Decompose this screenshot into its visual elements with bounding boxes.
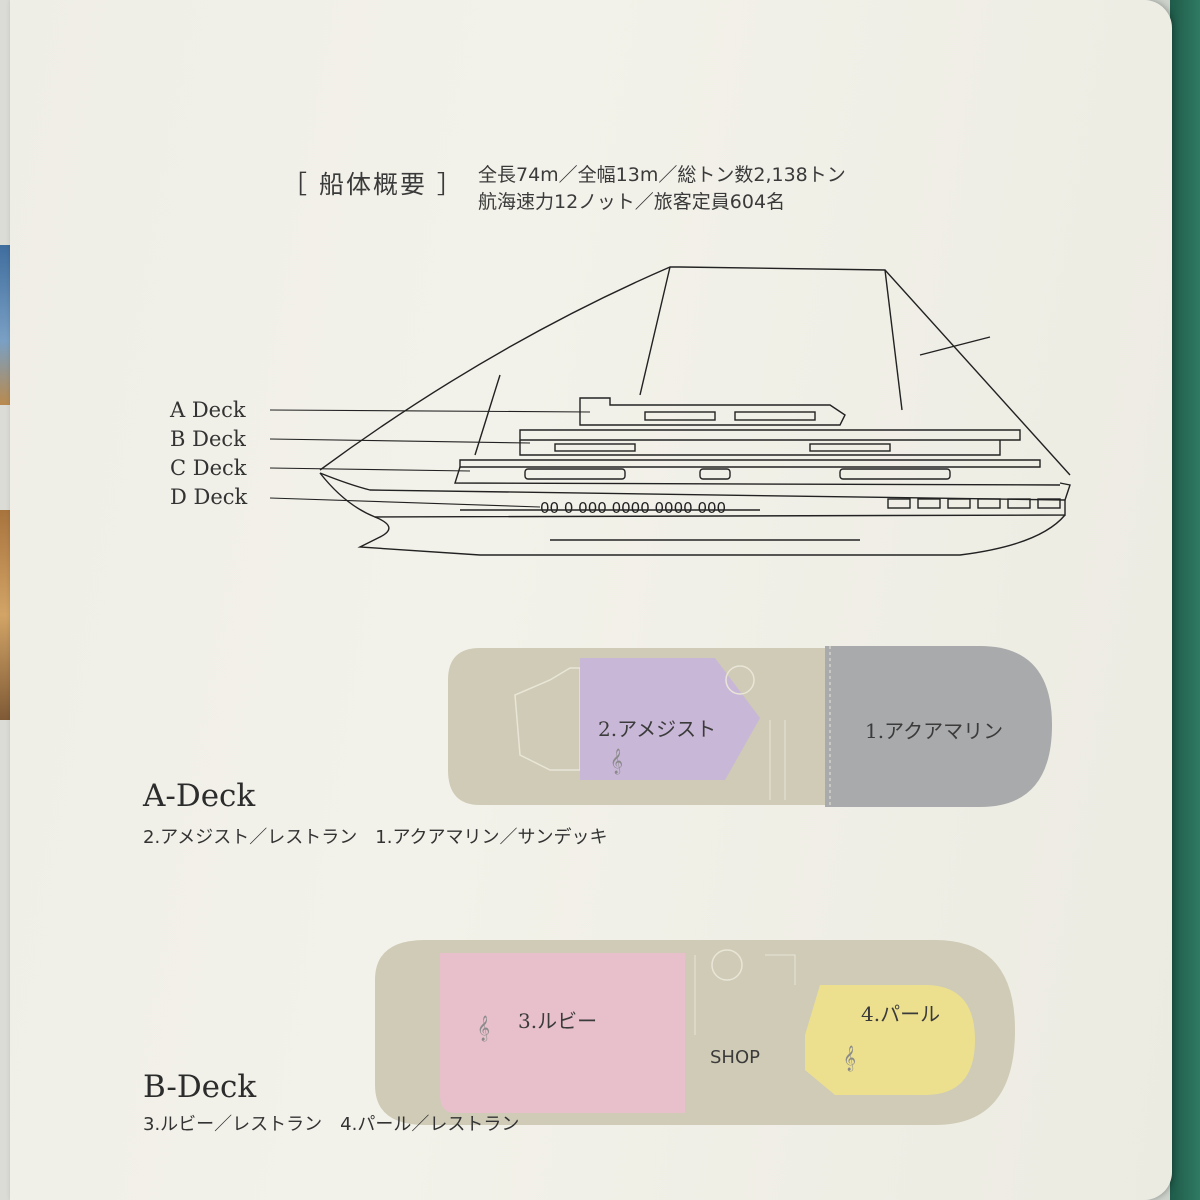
hull-window (977, 498, 1001, 509)
b-deck-plan: 𝄞 𝄞 3.ルビー SHOP 4.パール (375, 940, 1015, 1125)
spec-line-dimensions: 全長74m／全幅13m／総トン数2,138トン (478, 164, 846, 186)
hull-window (947, 498, 971, 509)
b-deck-description: 3.ルビー／レストラン 4.パール／レストラン (143, 1114, 520, 1135)
d-deck-leader (269, 497, 541, 508)
a-deck-description: 2.アメジスト／レストラン 1.アクアマリン／サンデッキ (143, 827, 608, 848)
a-deck-title: A-Deck (143, 778, 256, 814)
spiral-stair-icon (711, 949, 743, 981)
aquamarine-room (825, 646, 1052, 807)
amethyst-room (580, 658, 760, 780)
mast-line (474, 374, 501, 456)
mast-line (884, 269, 903, 411)
room-label-ruby: 3.ルビー (518, 1009, 597, 1033)
deck-label-a: A Deck (169, 398, 246, 422)
b-deck-structure (519, 429, 1021, 441)
treble-clef-icon: 𝄞 (477, 1015, 490, 1041)
rigging-line (319, 266, 1071, 476)
treble-clef-icon: 𝄞 (610, 748, 623, 774)
hull-window (917, 498, 941, 509)
deck-label-c: C Deck (170, 456, 247, 480)
hull-side (319, 472, 1066, 518)
treble-clef-icon: 𝄞 (843, 1045, 856, 1071)
mast-line (639, 266, 671, 396)
c-deck-leader (269, 467, 471, 472)
brochure-page: ［ 船体概要 ］ 全長74m／全幅13m／総トン数2,138トン 航海速力12ノ… (10, 0, 1172, 1200)
hull-top-line (319, 472, 1071, 501)
a-deck-structure (579, 397, 846, 426)
room-label-pearl: 4.パール (861, 1002, 940, 1026)
hull-window (887, 498, 911, 509)
spec-line-speed-capacity: 航海速力12ノット／旅客定員604名 (478, 191, 786, 213)
hull-window (1007, 498, 1031, 509)
green-cover-edge (1170, 0, 1200, 1200)
deck-label-b: B Deck (170, 427, 246, 451)
hull-bottom (357, 514, 1066, 556)
hull-window (1037, 498, 1061, 509)
ship-profile-drawing: 00 0 000 0000 0000 000 A Deck B Deck C D… (169, 266, 1071, 556)
deck-label-d: D Deck (170, 485, 248, 509)
room-label-amethyst: 2.アメジスト (598, 717, 716, 741)
ruby-room (440, 953, 685, 1113)
spec-heading: ［ 船体概要 ］ (282, 170, 464, 199)
pearl-room (805, 985, 975, 1095)
a-deck-plan: 𝄞 2.アメジスト 1.アクアマリン (448, 646, 1052, 807)
room-label-shop: SHOP (710, 1047, 760, 1068)
a-deck-leader (269, 409, 591, 413)
b-deck-leader (269, 438, 531, 444)
porthole-row: 00 0 000 0000 0000 000 (540, 499, 726, 517)
rigging-line (919, 336, 991, 356)
spiral-stair-icon (725, 665, 755, 695)
b-deck-title: B-Deck (143, 1069, 257, 1105)
c-deck-structure (459, 459, 1041, 468)
room-label-aquamarine: 1.アクアマリン (865, 719, 1003, 743)
